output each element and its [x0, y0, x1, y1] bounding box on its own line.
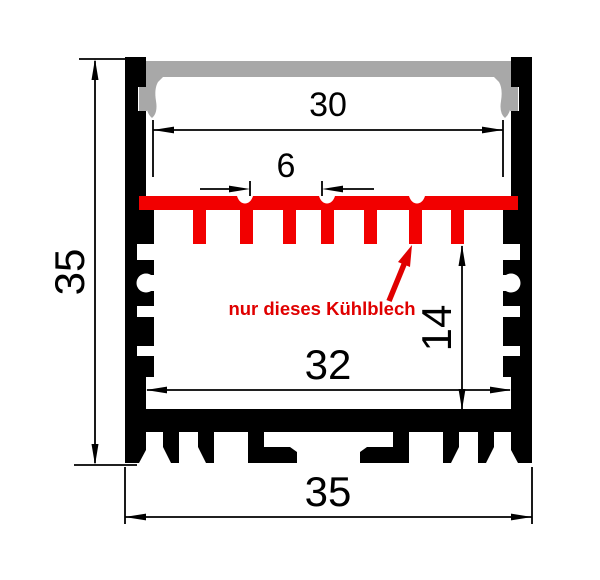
heatsink-tooth [451, 209, 464, 244]
profile-left-half [125, 57, 297, 463]
cover-left-hook [139, 77, 163, 118]
cover-right-hook [494, 77, 518, 118]
bottom-fin-b [198, 432, 214, 463]
profile-right-half [360, 57, 532, 463]
right-wall [503, 57, 532, 463]
arrow-left-30 [153, 126, 174, 134]
arrow-down-35 [91, 444, 99, 465]
label-hole-spacing-6: 6 [277, 147, 296, 185]
heatsink-comb [139, 196, 518, 244]
label-inner-width-32: 32 [305, 341, 352, 388]
profile-body [125, 57, 532, 463]
arrow-up-35 [91, 59, 99, 80]
heatsink-tooth [193, 209, 206, 244]
arrow-down-14 [458, 389, 466, 410]
cover-diffuser [139, 61, 518, 118]
bottom-mount-rail [248, 432, 297, 463]
cover-right-wedge [494, 77, 511, 118]
heatsink-tooth [321, 209, 334, 244]
annotation-arrow-head-icon [398, 245, 412, 267]
left-screw-channel-slot [146, 275, 155, 291]
annotation-arrow-shaft [386, 260, 408, 303]
heatsink-bar [139, 196, 518, 210]
arrow-right-30 [482, 126, 503, 134]
screw-channels [136, 273, 521, 293]
arrow-in-6-right [322, 185, 343, 193]
arrow-right-32 [490, 386, 511, 394]
right-screw-channel-slot [502, 275, 511, 291]
cover-right-flange [510, 86, 518, 111]
heatsink-tooth [409, 209, 422, 244]
arrow-left-35b [125, 513, 146, 521]
arrow-up-14 [458, 245, 466, 266]
label-height-overall-35: 35 [46, 249, 93, 296]
dimension-lines [74, 58, 533, 524]
left-wall [125, 57, 154, 463]
bottom-fin-c [478, 432, 494, 463]
arrow-left-32 [146, 386, 167, 394]
label-top-opening-30: 30 [309, 86, 347, 124]
heatsink-tooth [240, 209, 253, 244]
label-width-overall-35: 35 [305, 468, 352, 515]
arrow-in-6-left [229, 185, 250, 193]
bottom-mount-rail-right [360, 432, 409, 463]
heatsink-tooth [283, 209, 296, 244]
dimension-arrowheads [91, 59, 532, 521]
bottom-fin-d [443, 432, 459, 463]
annotation-text: nur dieses Kühlblech [228, 298, 415, 319]
heatsink-tooth [364, 209, 377, 244]
dimension-labels: 30 6 35 14 32 35 [46, 86, 460, 515]
bottom-plate [125, 409, 532, 432]
cover-top-plate [146, 61, 511, 77]
bottom-fin-a [163, 432, 179, 463]
cover-left-wedge [146, 77, 163, 118]
cover-left-flange [139, 86, 147, 111]
arrow-right-35b [511, 513, 532, 521]
label-depth-14: 14 [413, 305, 460, 352]
annotation-group: nur dieses Kühlblech [228, 245, 416, 319]
